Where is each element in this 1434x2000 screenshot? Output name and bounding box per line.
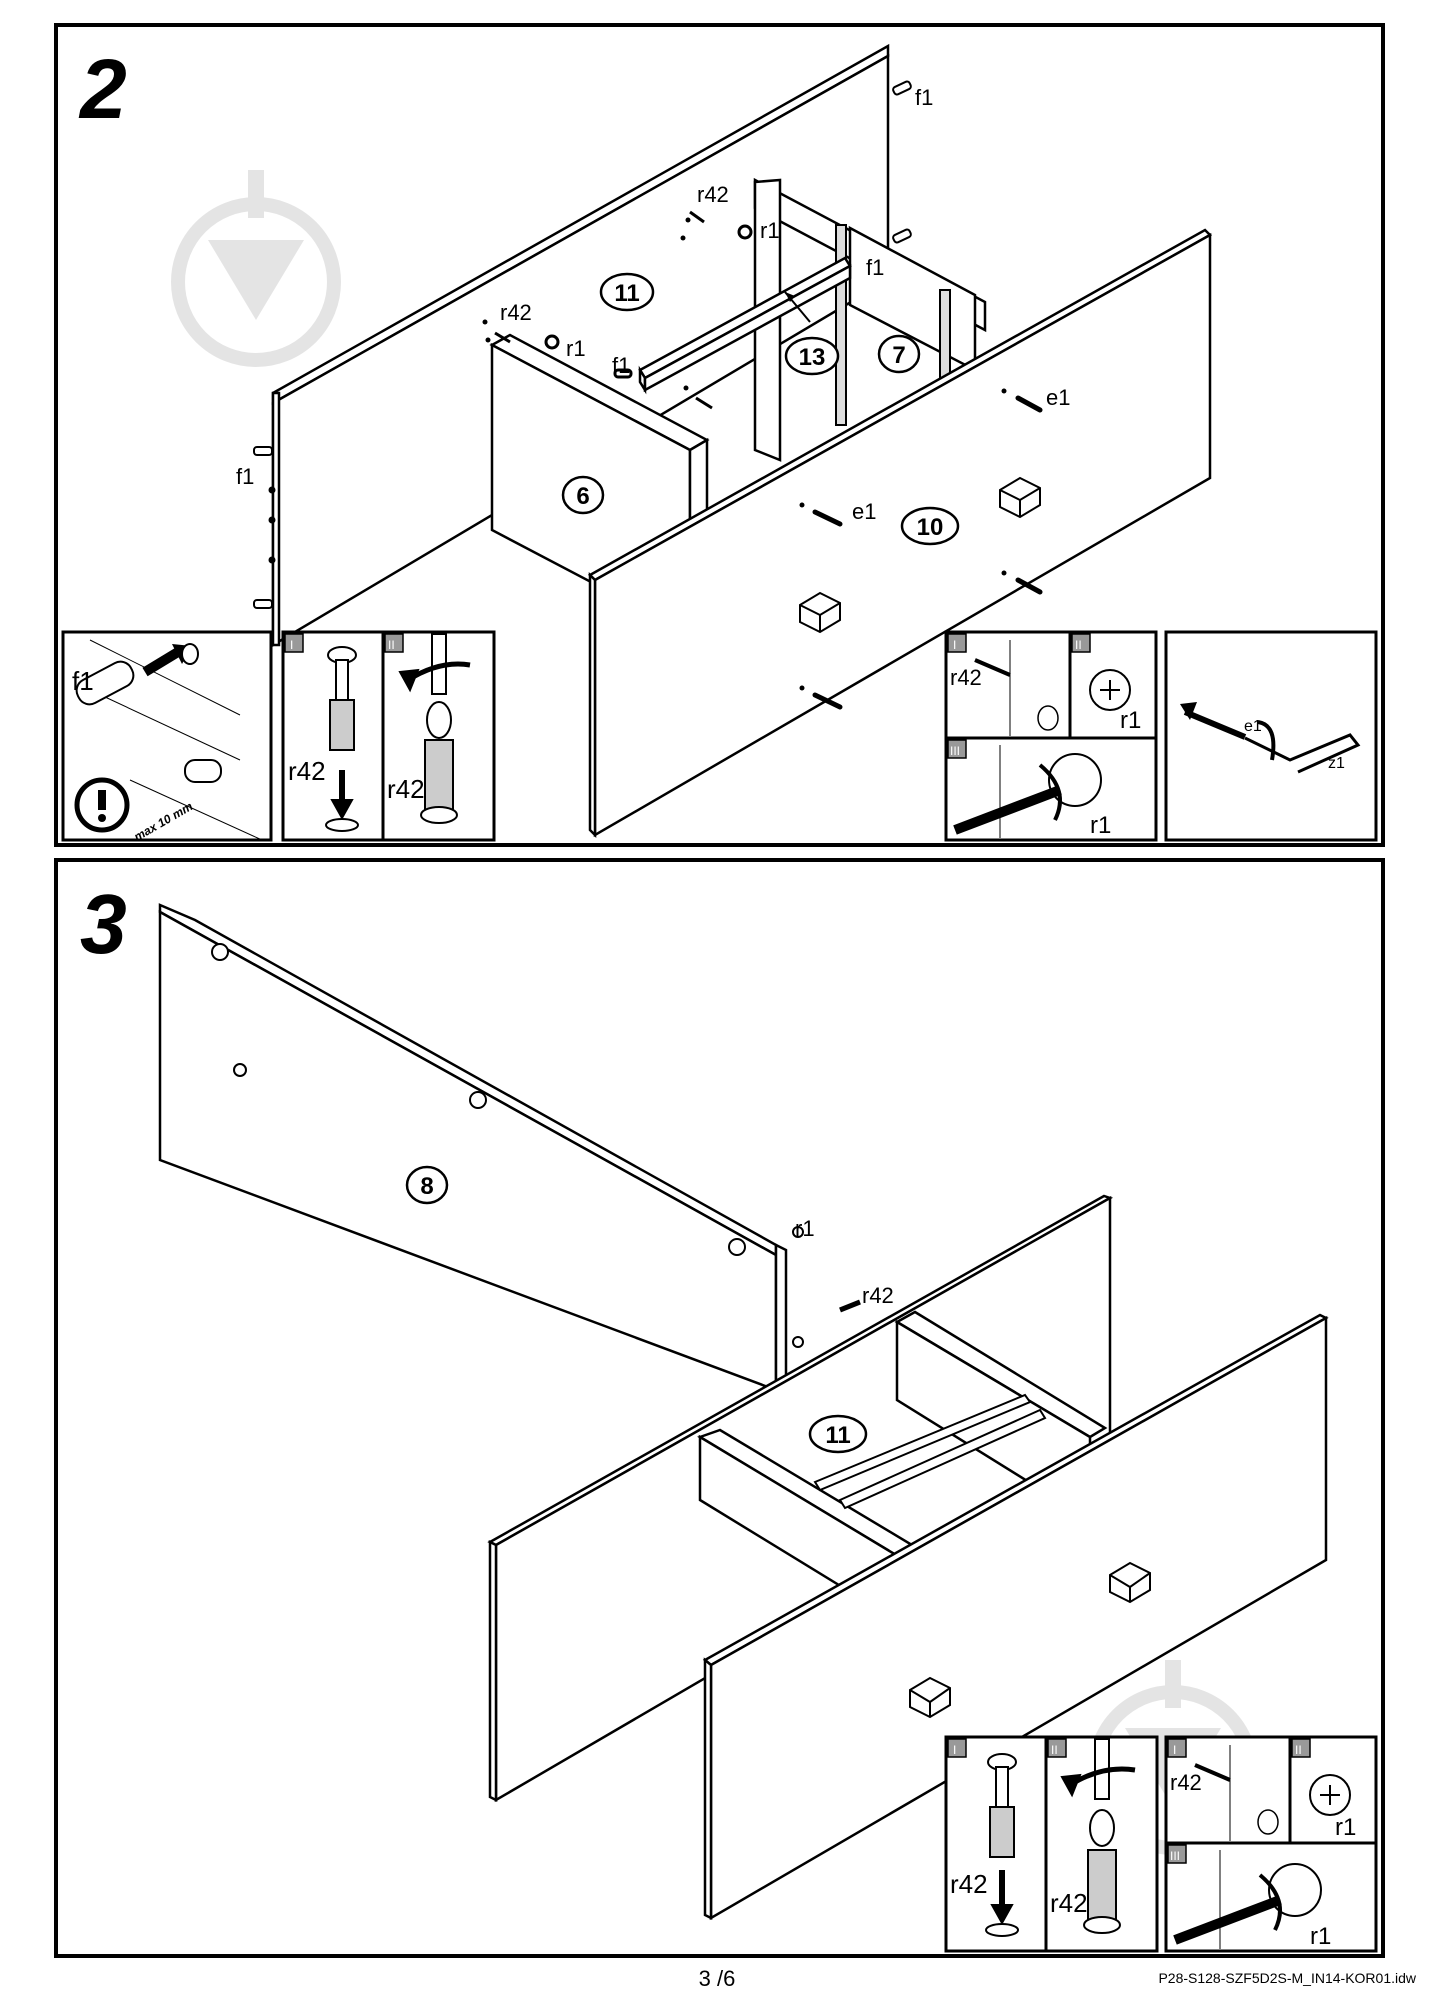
svg-text:II: II: [388, 638, 395, 652]
screws-e1: [812, 395, 1043, 710]
svg-text:11: 11: [825, 1422, 850, 1449]
label-r1: r1: [795, 1216, 815, 1241]
svg-text:I: I: [1173, 1743, 1176, 1757]
part-6: 6: [561, 475, 605, 515]
detail-r42-label-2: r42: [387, 774, 425, 804]
part-11: 11: [808, 1414, 868, 1454]
part-10: 10: [900, 506, 960, 546]
panel-front: [702, 1313, 1329, 1921]
panel-8-fittings: [211, 943, 861, 1348]
detail-r42-label-1: r42: [950, 1869, 988, 1899]
label-f1-top: f1: [915, 85, 933, 110]
cam-blocks: [799, 476, 1041, 634]
label-r1-top: r1: [760, 218, 780, 243]
panel-8: [158, 903, 788, 1393]
detail-r42-label-2: r42: [1050, 1888, 1088, 1918]
svg-text:I: I: [953, 1743, 956, 1757]
detail-r1-cam: I II III r42 r1 r1: [944, 630, 1158, 842]
detail-r1-r42-label: r42: [1170, 1770, 1202, 1795]
small-fittings: [494, 210, 753, 410]
label-r42: r42: [862, 1283, 894, 1308]
svg-text:III: III: [950, 744, 960, 758]
svg-text:II: II: [1051, 1743, 1058, 1757]
watermark-logo: [171, 170, 341, 367]
detail-r1-label-a: r1: [1335, 1814, 1356, 1841]
detail-z1-label: z1: [1328, 755, 1345, 772]
detail-r42-install: I II r42 r42: [944, 1735, 1159, 1953]
panel-10: [587, 228, 1213, 839]
warning-icon: [74, 777, 130, 833]
dowels-left: [253, 446, 276, 609]
dowels-top-right: [892, 80, 912, 244]
page-number: 3 /6: [698, 1966, 736, 1991]
step-number: 3: [80, 877, 127, 971]
part-13: 13: [784, 336, 840, 376]
detail-r1-r42-label: r42: [950, 665, 982, 690]
svg-text:III: III: [1170, 1849, 1180, 1863]
detail-r1-label-b: r1: [1310, 1923, 1331, 1950]
svg-text:7: 7: [892, 342, 905, 369]
detail-f1-label: f1: [72, 666, 94, 696]
label-r1-left: r1: [566, 336, 586, 361]
detail-e1-tool: e1 z1: [1164, 630, 1378, 842]
detail-f1-dowel: f1 max 10 mm: [61, 630, 273, 844]
holes: [482, 217, 1007, 691]
part-7: 7: [877, 334, 921, 374]
svg-text:II: II: [1295, 1743, 1302, 1757]
label-e1-mid: e1: [852, 499, 876, 524]
svg-text:I: I: [953, 638, 956, 652]
label-f1-small: f1: [612, 353, 630, 378]
label-r42-top: r42: [697, 182, 729, 207]
part-11: 11: [599, 272, 655, 312]
svg-text:II: II: [1075, 638, 1082, 652]
svg-text:8: 8: [420, 1173, 433, 1200]
detail-r1-label-a: r1: [1120, 707, 1141, 734]
step-3-panel: 3: [54, 858, 1385, 1958]
part-8: 8: [405, 1165, 449, 1205]
shelf-rails: [813, 1393, 1047, 1510]
rail-13: [638, 256, 852, 395]
step-number: 2: [78, 42, 127, 136]
label-f1-mid: f1: [866, 255, 884, 280]
detail-r42-label-1: r42: [288, 756, 326, 786]
label-r42-left: r42: [500, 300, 532, 325]
cam-blocks: [909, 1561, 1151, 1719]
svg-text:I: I: [290, 638, 293, 652]
detail-r1-label-b: r1: [1090, 812, 1111, 839]
svg-text:13: 13: [799, 344, 826, 371]
label-f1-left: f1: [236, 464, 254, 489]
detail-r42-install: I II r42 r42: [281, 630, 496, 842]
step-2-panel: 2: [54, 23, 1385, 847]
detail-r1-cam: I II III r42 r1 r1: [1164, 1735, 1378, 1953]
document-code: P28-S128-SZF5D2S-M_IN14-KOR01.idw: [1158, 1970, 1416, 1986]
svg-text:10: 10: [917, 514, 944, 541]
detail-e1-label: e1: [1244, 718, 1262, 735]
svg-text:6: 6: [576, 483, 589, 510]
svg-text:11: 11: [614, 280, 639, 307]
label-e1-right: e1: [1046, 385, 1070, 410]
